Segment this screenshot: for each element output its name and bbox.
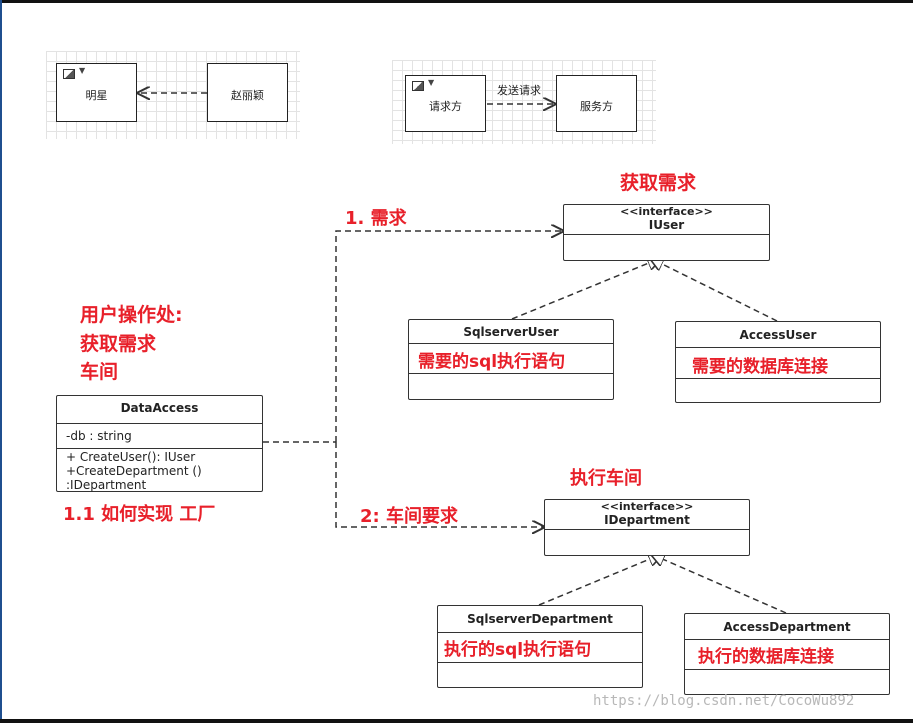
dataaccess-method-createuser: + CreateUser(): IUser bbox=[66, 450, 196, 464]
accessdepartment-methods bbox=[685, 669, 889, 670]
realization-sqlserverdepartment bbox=[538, 554, 662, 606]
box-requester: ▼ 请求方 bbox=[405, 75, 486, 132]
idepartment-name: IDepartment bbox=[604, 513, 690, 527]
box-server: 服务方 bbox=[556, 75, 637, 132]
dataaccess-field-db: -db : string bbox=[66, 429, 132, 443]
realization-sqlserveruser bbox=[511, 258, 661, 320]
iuser-stereotype: <<interface>> bbox=[620, 205, 713, 218]
box-requester-label: 请求方 bbox=[429, 100, 462, 113]
dependency-arrow-idepartment bbox=[335, 442, 544, 527]
accessdepartment-attrs bbox=[685, 639, 889, 640]
class-accessdepartment: AccessDepartment bbox=[684, 613, 890, 695]
sqlserveruser-methods bbox=[409, 373, 613, 374]
sqlserverdepartment-attrs bbox=[438, 632, 642, 633]
title-exec-workshop: 执行车间 bbox=[570, 468, 642, 489]
note-accessdepartment: 执行的数据库连接 bbox=[698, 647, 834, 667]
class-dataaccess: DataAccess -db : string + CreateUser(): … bbox=[56, 395, 263, 492]
frame-bottom-border bbox=[0, 719, 913, 723]
class-accessuser: AccessUser bbox=[675, 321, 881, 403]
label-user-ops-line3: 车间 bbox=[80, 361, 119, 383]
iuser-name: IUser bbox=[648, 218, 685, 232]
dataaccess-fields: -db : string bbox=[57, 423, 262, 443]
dataaccess-methods: + CreateUser(): IUser +CreateDepartment … bbox=[57, 448, 262, 492]
accessuser-attrs bbox=[676, 347, 880, 348]
class-sqlserverdepartment: SqlserverDepartment bbox=[437, 605, 643, 688]
box-zhao-liying: 赵丽颖 bbox=[207, 63, 288, 122]
title-get-requirement: 获取需求 bbox=[620, 172, 697, 194]
watermark: https://blog.csdn.net/CocoWu892 bbox=[593, 693, 855, 709]
dataaccess-method-return: :IDepartment bbox=[66, 478, 147, 492]
label-user-ops-line2: 获取需求 bbox=[80, 333, 157, 355]
frame-top-border bbox=[0, 0, 913, 3]
chevron-down-icon: ▼ bbox=[79, 66, 86, 75]
frame-left-border bbox=[0, 0, 2, 723]
box-zhao-liying-label: 赵丽颖 bbox=[231, 89, 264, 102]
dataaccess-method-createdepartment: +CreateDepartment () bbox=[66, 464, 202, 478]
realization-accessdepartment bbox=[651, 554, 787, 614]
label-demand: 1. 需求 bbox=[345, 208, 407, 229]
realization-accessuser bbox=[650, 258, 778, 322]
note-accessuser: 需要的数据库连接 bbox=[692, 357, 828, 377]
sqlserverdepartment-methods bbox=[438, 662, 642, 663]
image-icon bbox=[412, 81, 424, 91]
label-how-implement: 1.1 如何实现 工厂 bbox=[63, 504, 216, 525]
chevron-down-icon: ▼ bbox=[428, 78, 435, 87]
iuser-body bbox=[564, 234, 769, 235]
box-server-label: 服务方 bbox=[580, 100, 613, 113]
box-star-label: 明星 bbox=[85, 89, 108, 102]
box-star: ▼ 明星 bbox=[56, 63, 137, 122]
image-icon bbox=[63, 69, 75, 79]
label-workshop-req: 2: 车间要求 bbox=[360, 506, 458, 527]
note-sqlserverdepartment: 执行的sql执行语句 bbox=[444, 640, 592, 660]
interface-iuser: <<interface>> IUser bbox=[563, 204, 770, 261]
accessuser-methods bbox=[676, 378, 880, 379]
accessuser-name: AccessUser bbox=[739, 328, 817, 342]
accessdepartment-name: AccessDepartment bbox=[723, 620, 851, 634]
dependency-arrow-iuser bbox=[335, 231, 563, 442]
sqlserveruser-name: SqlserverUser bbox=[463, 325, 559, 339]
class-sqlserveruser: SqlserverUser bbox=[408, 319, 614, 400]
interface-idepartment: <<interface>> IDepartment bbox=[544, 499, 750, 556]
send-request-label: 发送请求 bbox=[497, 84, 541, 97]
sqlserverdepartment-name: SqlserverDepartment bbox=[467, 612, 613, 626]
note-sqlserveruser: 需要的sql执行语句 bbox=[418, 352, 566, 372]
label-user-ops-line1: 用户操作处: bbox=[80, 304, 183, 326]
dataaccess-name: DataAccess bbox=[120, 401, 199, 415]
sqlserveruser-attrs bbox=[409, 343, 613, 344]
idepartment-body bbox=[545, 529, 749, 530]
idepartment-stereotype: <<interface>> bbox=[600, 500, 694, 513]
